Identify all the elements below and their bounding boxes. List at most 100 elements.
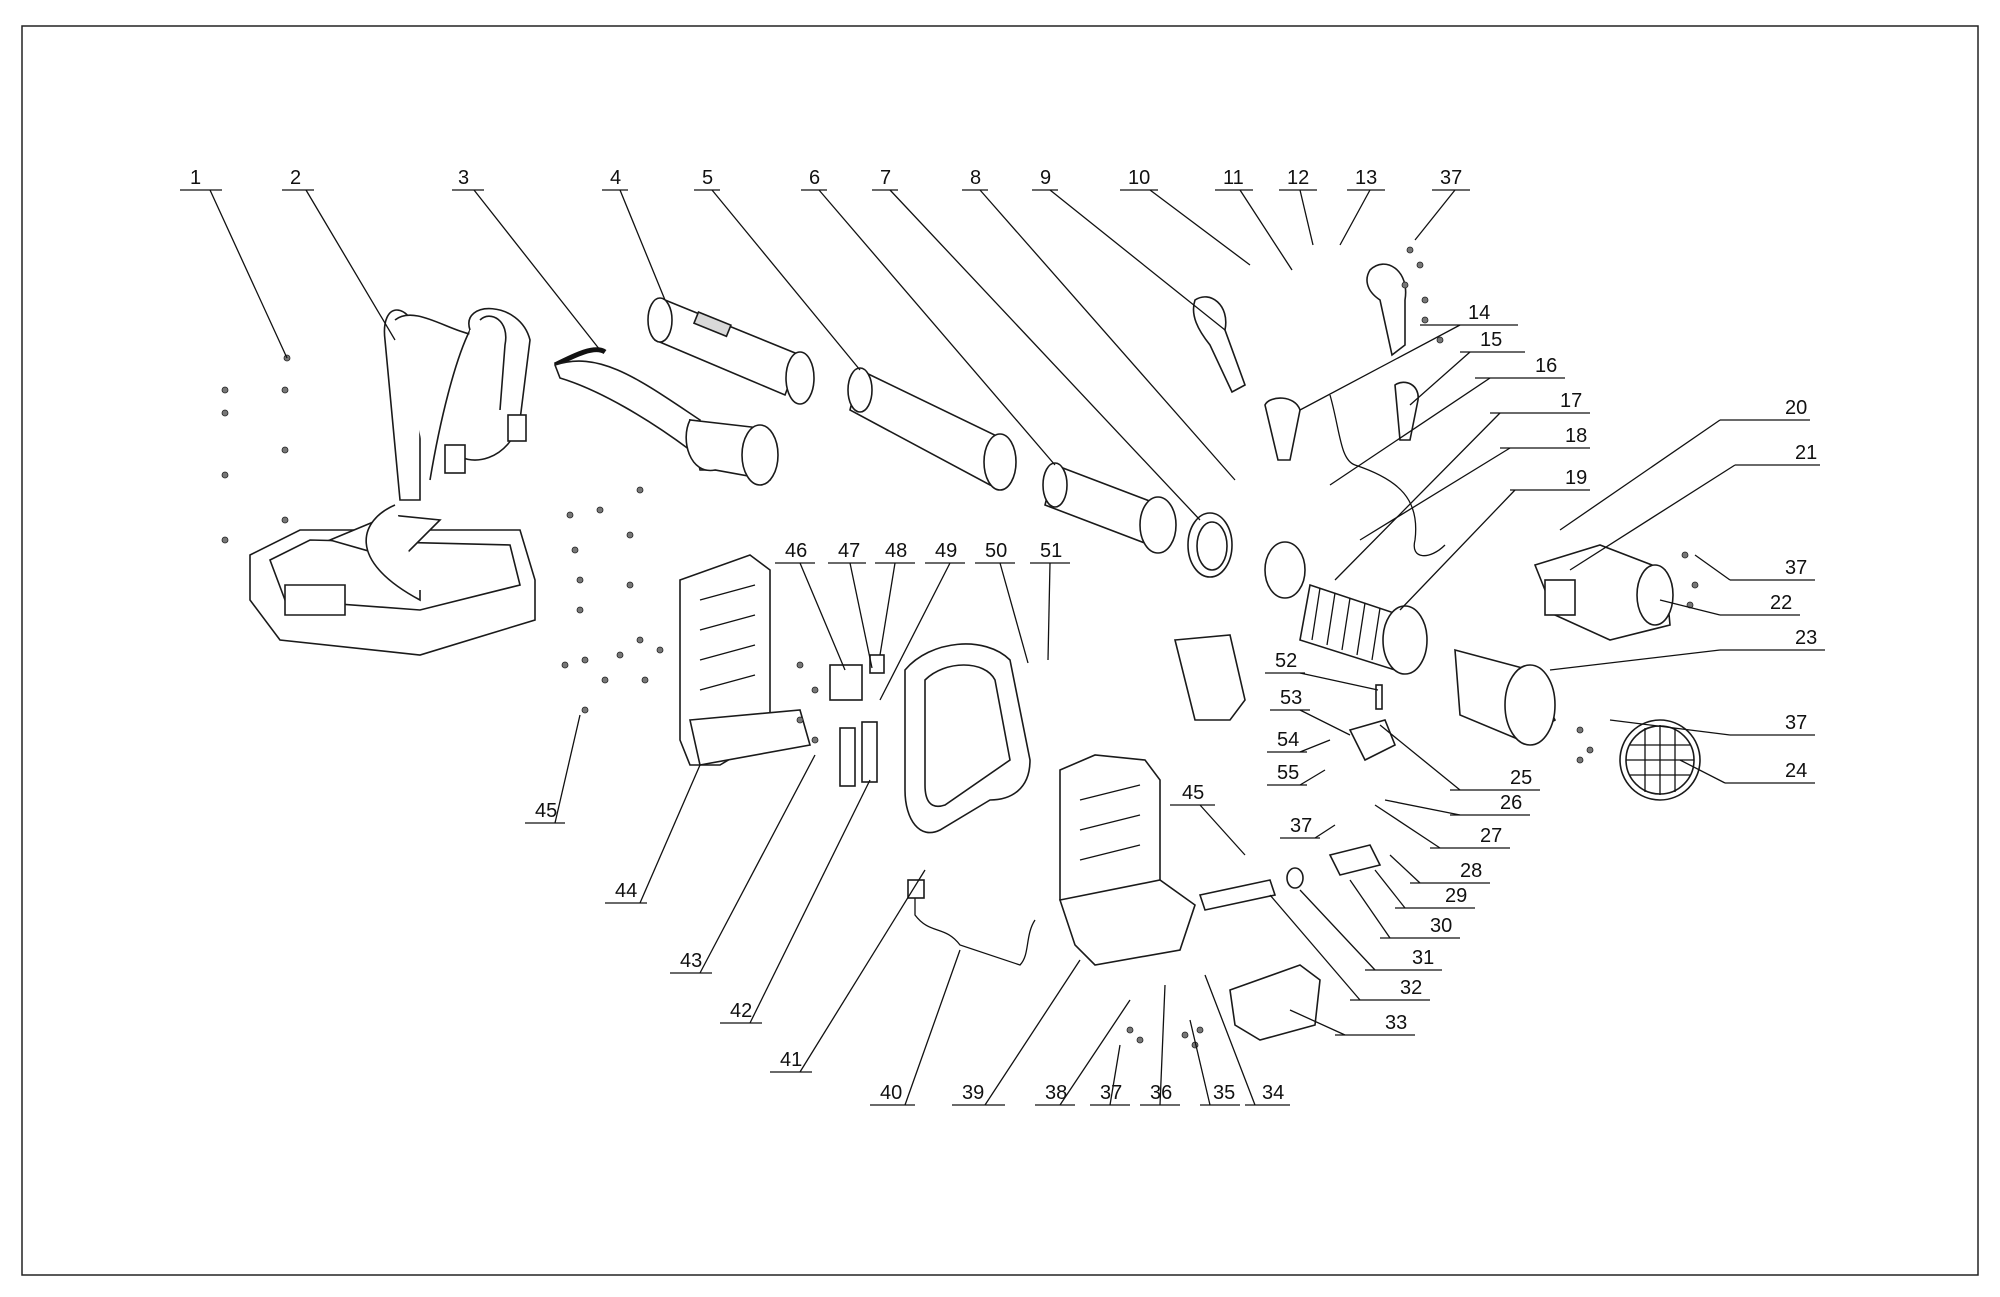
- callout-37b: 37: [1694, 554, 1815, 581]
- callout-37d: 37: [1090, 1044, 1130, 1106]
- tube-4-part: [647, 297, 815, 405]
- washer-31-part: [1286, 867, 1304, 889]
- callout-label: 19: [1565, 467, 1587, 489]
- callout-38: 38: [1035, 999, 1131, 1106]
- callout-52: 52: [1265, 650, 1379, 691]
- callout-leader: [1559, 419, 1721, 531]
- callout-label: 13: [1355, 167, 1377, 189]
- callout-12: 12: [1279, 167, 1317, 246]
- callout-41: 41: [770, 869, 926, 1073]
- callout-label: 26: [1500, 792, 1522, 814]
- callout-label: 31: [1412, 947, 1434, 969]
- screws: [221, 246, 1699, 1049]
- tube-5-part: [847, 367, 1017, 491]
- callout-label: 37: [1440, 167, 1462, 189]
- wire-harness-part: [914, 885, 1036, 966]
- callout-label: 54: [1277, 729, 1299, 751]
- callout-leader: [1399, 489, 1516, 611]
- callout-label: 25: [1510, 767, 1532, 789]
- callout-leader: [879, 562, 896, 656]
- callout-47: 47: [828, 540, 873, 669]
- callout-leader: [1339, 189, 1371, 246]
- callout-label: 37: [1785, 712, 1807, 734]
- callout-leader: [799, 562, 846, 671]
- callout-leader: [1329, 377, 1491, 486]
- callout-45a: 45: [525, 714, 581, 824]
- callout-44: 44: [605, 764, 701, 904]
- callout-leader: [554, 714, 581, 824]
- callout-label: 8: [970, 167, 981, 189]
- callout-leader: [799, 869, 926, 1073]
- callout-1: 1: [180, 167, 288, 359]
- callout-label: 28: [1460, 860, 1482, 882]
- part-48: [869, 654, 885, 674]
- bellows-part: [1299, 583, 1428, 675]
- connector-40-part: [907, 879, 925, 899]
- callout-leader: [1239, 189, 1293, 271]
- callout-label: 41: [780, 1049, 802, 1071]
- callout-label: 44: [615, 880, 637, 902]
- callout-13: 13: [1339, 167, 1385, 246]
- callout-label: 16: [1535, 355, 1557, 377]
- callout-label: 37: [1785, 557, 1807, 579]
- clamp-14b-part: [1394, 381, 1419, 441]
- callout-8: 8: [962, 167, 1236, 481]
- callout-leader: [1299, 889, 1376, 971]
- callout-21: 21: [1569, 442, 1820, 571]
- callout-15: 15: [1409, 329, 1525, 406]
- callout-leader: [1299, 324, 1461, 411]
- callout-leader: [1189, 1019, 1211, 1106]
- callout-label: 37: [1290, 815, 1312, 837]
- callout-49: 49: [879, 540, 965, 701]
- callout-24: 24: [1679, 759, 1815, 784]
- ring-7-inner: [1196, 521, 1228, 571]
- callout-label: 6: [809, 167, 820, 189]
- callout-leader: [1149, 189, 1251, 266]
- callout-50: 50: [975, 540, 1029, 664]
- callout-label: 39: [962, 1082, 984, 1104]
- callout-label: 18: [1565, 425, 1587, 447]
- callout-27: 27: [1374, 804, 1510, 849]
- clamp-8-part: [1264, 541, 1306, 599]
- callout-25: 25: [1379, 724, 1540, 791]
- callout-leader: [1299, 189, 1314, 246]
- callout-leader: [1609, 719, 1731, 736]
- callout-leader: [1109, 1044, 1121, 1106]
- callout-label: 33: [1385, 1012, 1407, 1034]
- harness-part: [249, 307, 536, 656]
- callout-label: 24: [1785, 760, 1807, 782]
- callout-19: 19: [1399, 467, 1590, 611]
- callout-6: 6: [801, 167, 1056, 466]
- callout-label: 27: [1480, 825, 1502, 847]
- callout-label: 50: [985, 540, 1007, 562]
- callout-23: 23: [1549, 627, 1825, 671]
- handle-13-part: [1366, 263, 1407, 357]
- callout-label: 34: [1262, 1082, 1284, 1104]
- callout-label: 53: [1280, 687, 1302, 709]
- callout-label: 45: [1182, 782, 1204, 804]
- callout-label: 21: [1795, 442, 1817, 464]
- callout-label: 37: [1100, 1082, 1122, 1104]
- callout-label: 46: [785, 540, 807, 562]
- callout-22: 22: [1659, 592, 1800, 616]
- frame-41-inner: [924, 664, 1011, 807]
- callout-36: 36: [1140, 984, 1180, 1106]
- callout-label: 20: [1785, 397, 1807, 419]
- callout-leader: [711, 189, 861, 371]
- callout-leader: [1199, 804, 1246, 856]
- callout-label: 3: [458, 167, 469, 189]
- callout-leader: [1549, 649, 1721, 671]
- callout-34: 34: [1204, 974, 1290, 1106]
- plate-42b-part: [861, 721, 878, 783]
- callout-label: 55: [1277, 762, 1299, 784]
- callout-label: 47: [838, 540, 860, 562]
- callout-10: 10: [1120, 167, 1251, 266]
- callout-37e: 37: [1280, 815, 1336, 839]
- pin-52-part: [1375, 684, 1383, 710]
- callout-leader: [619, 189, 666, 301]
- callout-leader: [1359, 447, 1511, 541]
- callout-label: 5: [702, 167, 713, 189]
- callout-29: 29: [1374, 869, 1475, 909]
- callout-28: 28: [1389, 854, 1490, 884]
- callout-leader: [889, 189, 1201, 521]
